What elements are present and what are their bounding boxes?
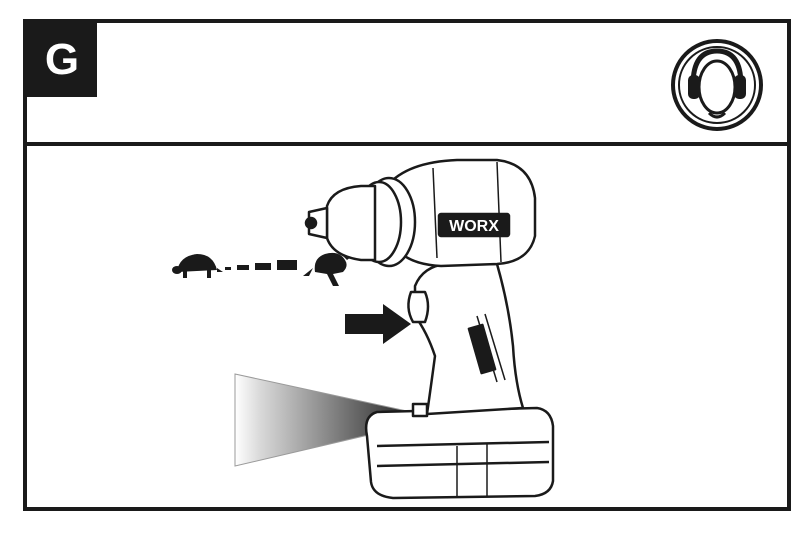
panel-header: G <box>27 23 787 146</box>
hearing-protection-icon <box>671 39 763 131</box>
step-letter-badge: G <box>27 23 97 97</box>
speed-dash-line <box>225 260 297 270</box>
press-arrow-icon <box>345 304 411 344</box>
drill-brand-label: WORX <box>449 218 499 235</box>
drill-illustration <box>304 158 555 500</box>
drill-illustration-area: WORX <box>27 146 787 507</box>
instruction-panel: G <box>23 19 791 511</box>
tortoise-icon <box>172 254 223 278</box>
